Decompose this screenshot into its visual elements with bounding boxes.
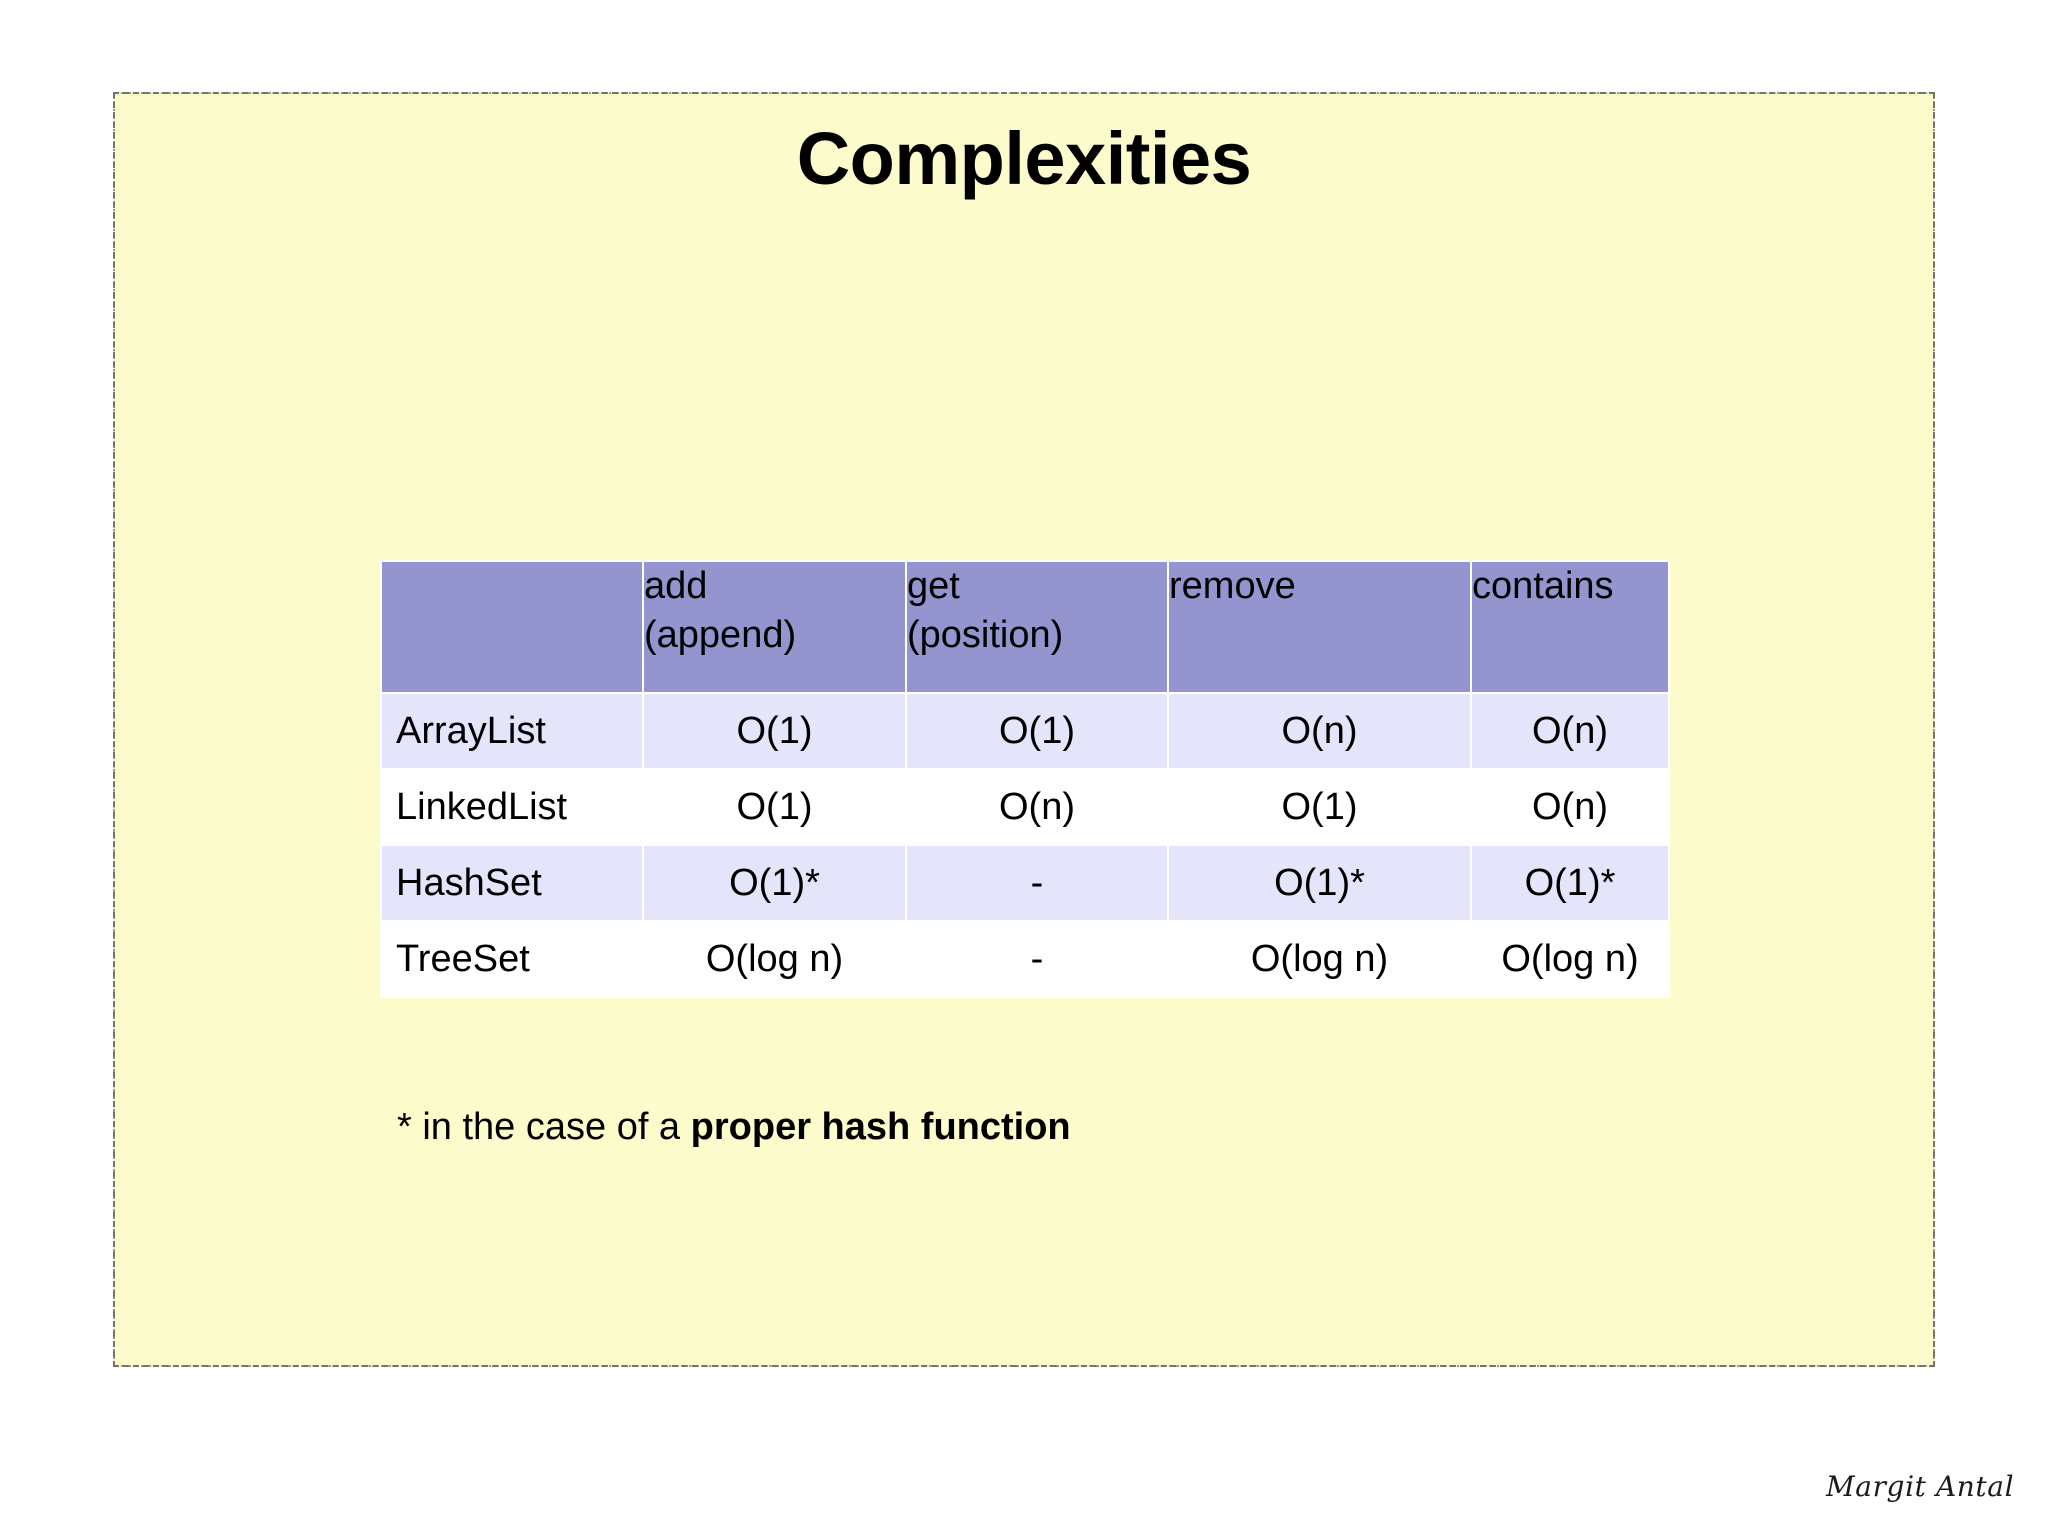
table-row: ArrayList O(1) O(1) O(n) O(n): [380, 692, 1670, 770]
table-body: ArrayList O(1) O(1) O(n) O(n) LinkedList…: [380, 692, 1670, 998]
table-header-remove: remove: [1167, 560, 1472, 694]
footnote-emphasis: proper hash function: [690, 1106, 1071, 1148]
cell-arraylist-get: O(1): [905, 692, 1169, 770]
cell-linkedlist-add: O(1): [642, 768, 907, 846]
table-header-get: get (position): [905, 560, 1169, 694]
cell-treeset-contains: O(log n): [1470, 920, 1670, 998]
cell-hashset-get: -: [905, 844, 1169, 922]
cell-arraylist-add: O(1): [642, 692, 907, 770]
page-title: Complexities: [796, 117, 1252, 200]
row-label-hashset: HashSet: [380, 844, 644, 922]
table-header-contains: contains: [1470, 560, 1670, 694]
cell-arraylist-contains: O(n): [1470, 692, 1670, 770]
row-label-linkedlist: LinkedList: [380, 768, 644, 846]
footnote: * in the case of a proper hash function: [397, 1106, 1071, 1149]
author-signature: Margit Antal: [1826, 1470, 2015, 1503]
cell-treeset-get: -: [905, 920, 1169, 998]
table-header-add: add (append): [642, 560, 907, 694]
cell-treeset-add: O(log n): [642, 920, 907, 998]
table-header: add (append) get (position) remove conta…: [380, 560, 1670, 694]
cell-hashset-remove: O(1)*: [1167, 844, 1472, 922]
table-row: LinkedList O(1) O(n) O(1) O(n): [380, 768, 1670, 846]
table-row: HashSet O(1)* - O(1)* O(1)*: [380, 844, 1670, 922]
cell-hashset-contains: O(1)*: [1470, 844, 1670, 922]
cell-linkedlist-get: O(n): [905, 768, 1169, 846]
complexities-table: add (append) get (position) remove conta…: [380, 560, 1670, 998]
cell-linkedlist-contains: O(n): [1470, 768, 1670, 846]
cell-arraylist-remove: O(n): [1167, 692, 1472, 770]
row-label-arraylist: ArrayList: [380, 692, 644, 770]
table-row: TreeSet O(log n) - O(log n) O(log n): [380, 920, 1670, 998]
table-header-corner: [380, 560, 644, 694]
table-header-row: add (append) get (position) remove conta…: [380, 560, 1670, 694]
cell-linkedlist-remove: O(1): [1167, 768, 1472, 846]
cell-treeset-remove: O(log n): [1167, 920, 1472, 998]
footnote-prefix: * in the case of a: [397, 1106, 691, 1148]
slide-canvas: Complexities add (append) get (position)…: [113, 92, 1935, 1367]
row-label-treeset: TreeSet: [380, 920, 644, 998]
cell-hashset-add: O(1)*: [642, 844, 907, 922]
